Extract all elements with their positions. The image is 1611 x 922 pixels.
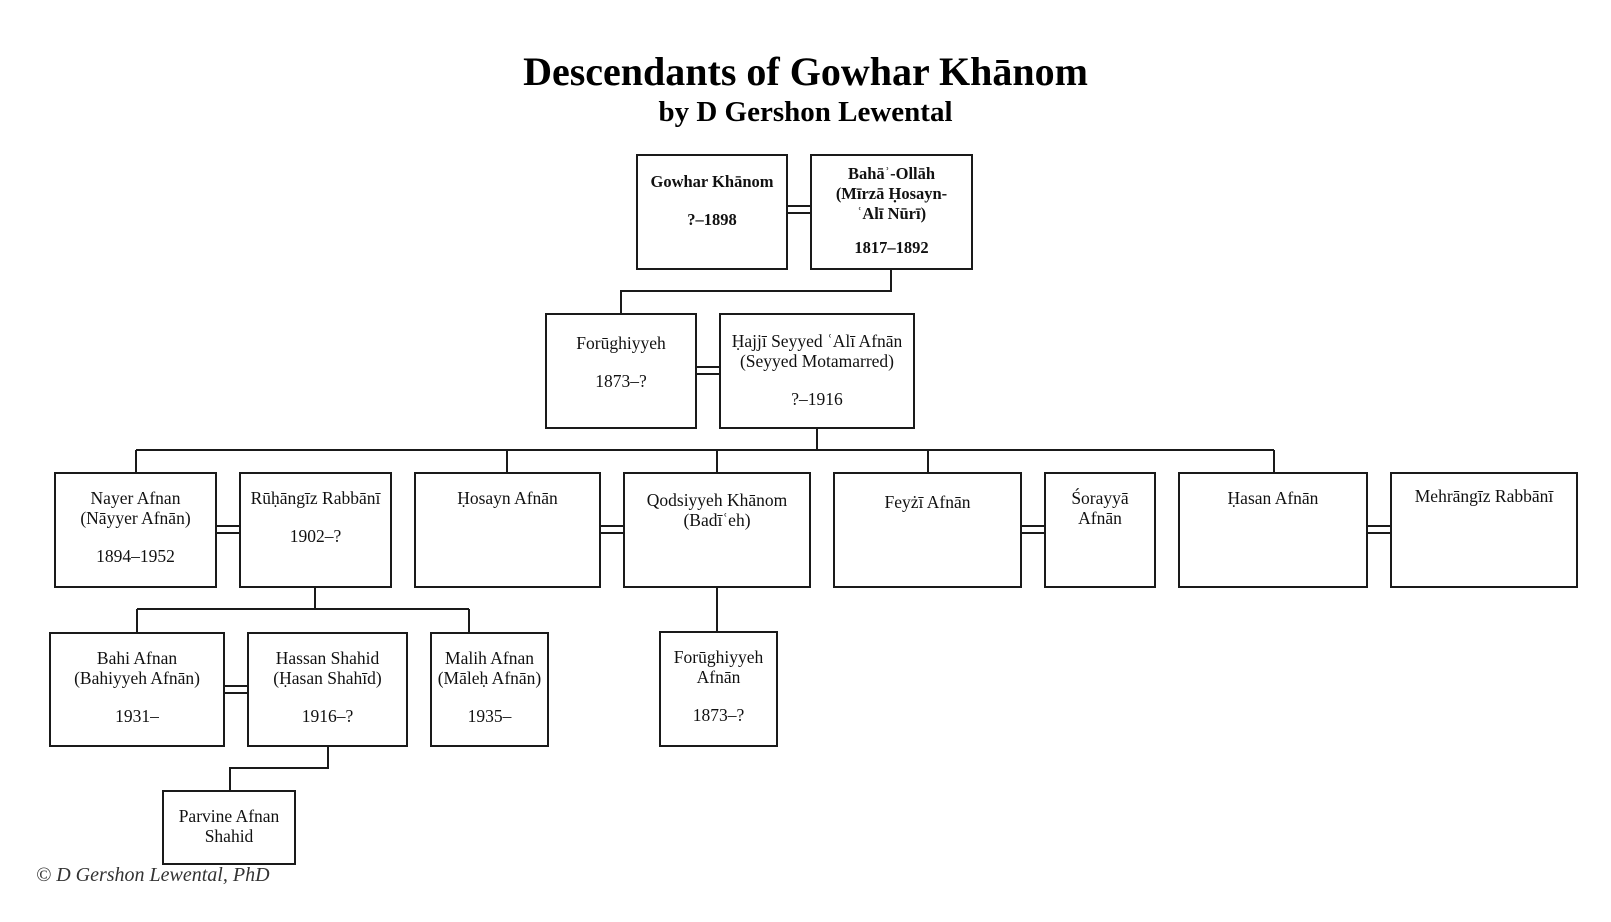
person-dates: 1894–1952 (96, 546, 175, 566)
person-hajji-seyyed-ali-afnan: Ḥajjī Seyyed ʿAlī Afnān (Seyyed Motamarr… (719, 313, 915, 429)
person-dates: ?–1898 (687, 210, 737, 229)
person-dates: 1935– (467, 706, 512, 726)
person-name: Rūḥāngīz Rabbānī (250, 488, 381, 508)
person-name: Ḥajjī Seyyed ʿAlī Afnān (Seyyed Motamarr… (731, 331, 903, 371)
person-hassan-shahid: Hassan Shahid (Ḥasan Shahīd) 1916–? (247, 632, 408, 747)
person-gowhar-khanom: Gowhar Khānom ?–1898 (636, 154, 788, 270)
person-dates: 1902–? (289, 526, 342, 546)
person-name: Hassan Shahid (Ḥasan Shahīd) (273, 648, 382, 688)
person-parvine-afnan-shahid: Parvine Afnan Shahid (162, 790, 296, 865)
person-forughiyyeh-afnan: Forūghiyyeh Afnān 1873–? (659, 631, 778, 747)
person-name: Malih Afnan (Māleḥ Afnān) (437, 648, 542, 688)
person-nayer-afnan: Nayer Afnan (Nāyyer Afnān) 1894–1952 (54, 472, 217, 588)
person-name: Ḥosayn Afnān (457, 488, 558, 508)
person-name: Śorayyā Afnān (1071, 488, 1129, 528)
person-hosayn-afnan: Ḥosayn Afnān (414, 472, 601, 588)
chart-subtitle: by D Gershon Lewental (658, 96, 953, 128)
person-name: Bahi Afnan (Bahiyyeh Afnān) (74, 648, 200, 688)
person-dates: 1873–? (692, 705, 745, 725)
person-sorayya-afnan: Śorayyā Afnān (1044, 472, 1156, 588)
descent-line (229, 747, 329, 790)
person-feyzi-afnan: Feyżī Afnān (833, 472, 1022, 588)
copyright-notice: © D Gershon Lewental, PhD (36, 864, 270, 886)
person-name: Qodsiyyeh Khānom (Badīʿeh) (646, 490, 788, 530)
person-hasan-afnan: Ḥasan Afnān (1178, 472, 1368, 588)
person-name: Nayer Afnan (Nāyyer Afnān) (80, 488, 191, 528)
person-name: Gowhar Khānom (650, 172, 774, 191)
descent-line (620, 269, 892, 313)
person-dates: 1916–? (301, 706, 354, 726)
person-name: Feyżī Afnān (884, 492, 971, 512)
person-qodsiyyeh-khanom: Qodsiyyeh Khānom (Badīʿeh) (623, 472, 811, 588)
person-bahi-afnan: Bahi Afnan (Bahiyyeh Afnān) 1931– (49, 632, 225, 747)
person-name: Forūghiyyeh (576, 333, 666, 353)
person-name: Bahāʾ-Ollāh (Mīrzā Ḥosayn- ʿAlī Nūrī) (835, 164, 948, 223)
person-name: Mehrāngīz Rabbānī (1414, 486, 1554, 506)
person-forughiyyeh: Forūghiyyeh 1873–? (545, 313, 697, 429)
person-name: Ḥasan Afnān (1227, 488, 1319, 508)
person-name: Parvine Afnan Shahid (178, 806, 280, 846)
chart-title: Descendants of Gowhar Khānom (523, 49, 1088, 94)
person-dates: ?–1916 (791, 389, 843, 409)
person-dates: 1873–? (595, 371, 647, 391)
person-malih-afnan: Malih Afnan (Māleḥ Afnān) 1935– (430, 632, 549, 747)
person-dates: 1931– (115, 706, 159, 726)
person-dates: 1817–1892 (854, 238, 929, 257)
person-name: Forūghiyyeh Afnān (673, 647, 764, 687)
person-ruhangiz-rabbani: Rūḥāngīz Rabbānī 1902–? (239, 472, 392, 588)
person-bahaollah: Bahāʾ-Ollāh (Mīrzā Ḥosayn- ʿAlī Nūrī) 18… (810, 154, 973, 270)
person-mehrangiz-rabbani: Mehrāngīz Rabbānī (1390, 472, 1578, 588)
